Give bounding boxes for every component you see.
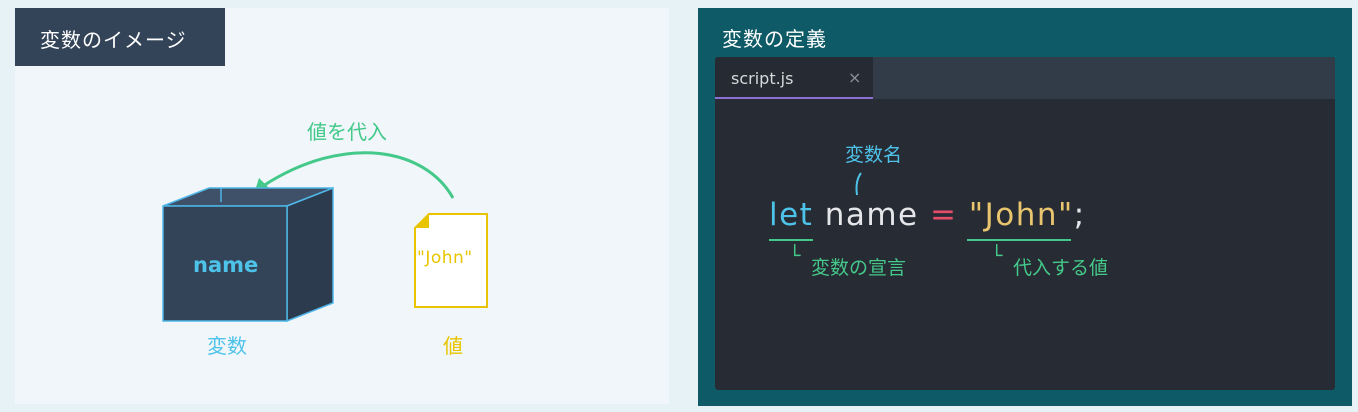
variable-box-side [286,186,334,323]
left-panel-title: 変数のイメージ [40,28,187,52]
code-operator: = [929,197,958,233]
variable-box-label: name [193,253,259,277]
annotation-variable-name: 変数名 [845,144,903,166]
code-semicolon: ; [1073,197,1086,233]
code-keyword: let [769,197,814,233]
variable-box-front [162,205,288,322]
annotation-corner-2: └ [991,245,1003,267]
code-line: let name = "John"; [769,197,1086,233]
value-document-fold [415,214,429,228]
left-title-bar: 変数のイメージ [15,8,225,66]
arrow-label: 値を代入 [307,120,387,144]
annotation-declaration: 変数の宣言 [811,257,907,279]
annotation-assigned-value: 代入する値 [1013,257,1109,279]
close-icon[interactable]: × [848,68,862,87]
variable-diagram [162,151,488,323]
code-editor: script.js × let name = "John"; 変数名 └ 変数の… [715,57,1335,390]
value-document [414,213,488,308]
code-string: "John" [968,197,1074,233]
variable-image-panel: 変数のイメージ 値を代入 name 変数 "John" 値 [15,8,669,404]
variable-box [162,186,334,323]
code-variable-name: name [824,197,919,233]
variable-caption: 変数 [207,334,247,358]
name-pointer-curve [855,172,862,196]
annotation-corner-1: └ [789,245,801,267]
editor-tab-bar: script.js × [715,57,1335,99]
value-caption: 値 [443,334,463,358]
value-document-label: "John" [417,248,473,268]
assign-arrow [262,151,455,199]
variable-definition-panel: 変数の定義 script.js × let name = "John"; 変数名… [698,8,1352,406]
right-panel-title: 変数の定義 [722,27,827,51]
tab-script-js[interactable]: script.js × [715,57,873,99]
tab-label: script.js [731,69,794,88]
